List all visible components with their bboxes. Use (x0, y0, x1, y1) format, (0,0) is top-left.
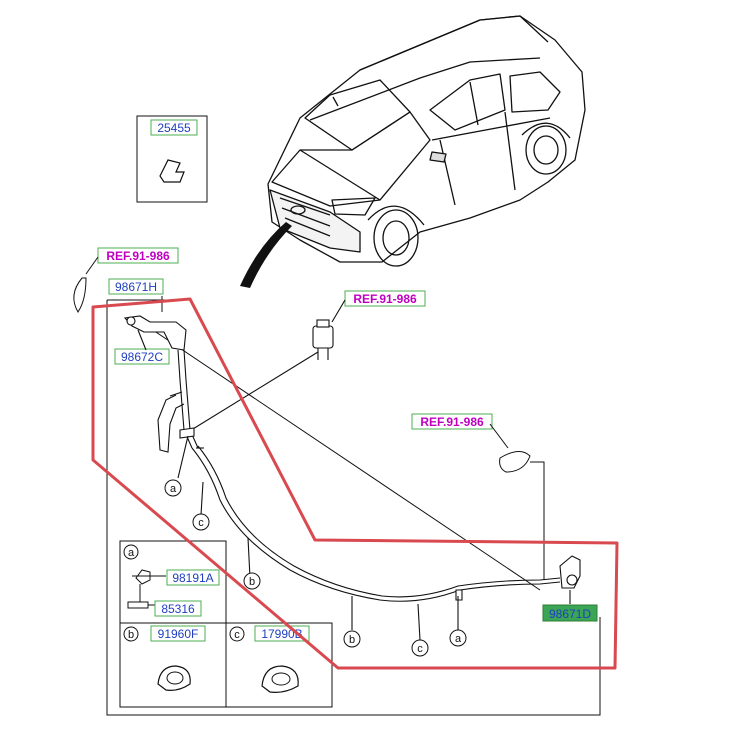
hose-assembly (123, 315, 581, 641)
clip-c-icon (261, 665, 299, 693)
legend-a-callout[interactable]: a (128, 547, 135, 559)
highlight-outline (91, 297, 619, 670)
clip-box: 25455 (136, 115, 208, 203)
callouts: a c b b c a (164, 479, 467, 657)
callout-a1[interactable]: a (170, 483, 177, 495)
label-nozzle-right: 98671D (542, 604, 598, 622)
screw-icon (127, 601, 149, 609)
callout-a2[interactable]: a (455, 633, 462, 645)
car-illustration (267, 15, 586, 267)
label-nozzle-left: 98671H (108, 278, 164, 295)
washer-pump (187, 299, 346, 433)
clip-icon (159, 159, 185, 183)
clip-b-icon (157, 665, 191, 691)
callout-b1[interactable]: b (249, 576, 255, 588)
nozzle-left-text[interactable]: 98671H (115, 280, 157, 294)
pointer-swoosh (240, 222, 292, 288)
left-lens (73, 256, 99, 313)
legend-b-callout[interactable]: b (128, 629, 134, 641)
ref-label-pump: REF.91-986 (344, 290, 426, 307)
nozzle-right-text[interactable]: 98671D (549, 607, 591, 621)
callout-c1[interactable]: c (198, 517, 204, 529)
legend-panel: a 98191A 85316 b 91960F c 17990B (119, 540, 333, 708)
right-lens (489, 423, 545, 580)
legend-a-part2[interactable]: 85316 (161, 602, 195, 616)
ref-label-right: REF.91-986 (411, 413, 493, 430)
legend-a-part1[interactable]: 98191A (172, 571, 213, 585)
ref-pump-text[interactable]: REF.91-986 (353, 292, 417, 306)
hose-joint-text[interactable]: 98672C (121, 350, 163, 364)
ref-left-text[interactable]: REF.91-986 (106, 249, 170, 263)
callout-c2[interactable]: c (417, 643, 423, 655)
ref-right-text[interactable]: REF.91-986 (420, 415, 484, 429)
callout-b2[interactable]: b (349, 634, 355, 646)
label-hose-joint: 98672C (114, 348, 170, 365)
ref-label-left: REF.91-986 (97, 247, 179, 264)
legend-c-callout[interactable]: c (234, 629, 240, 641)
clip-part-label[interactable]: 25455 (157, 121, 191, 135)
legend-b-part[interactable]: 91960F (158, 627, 199, 641)
